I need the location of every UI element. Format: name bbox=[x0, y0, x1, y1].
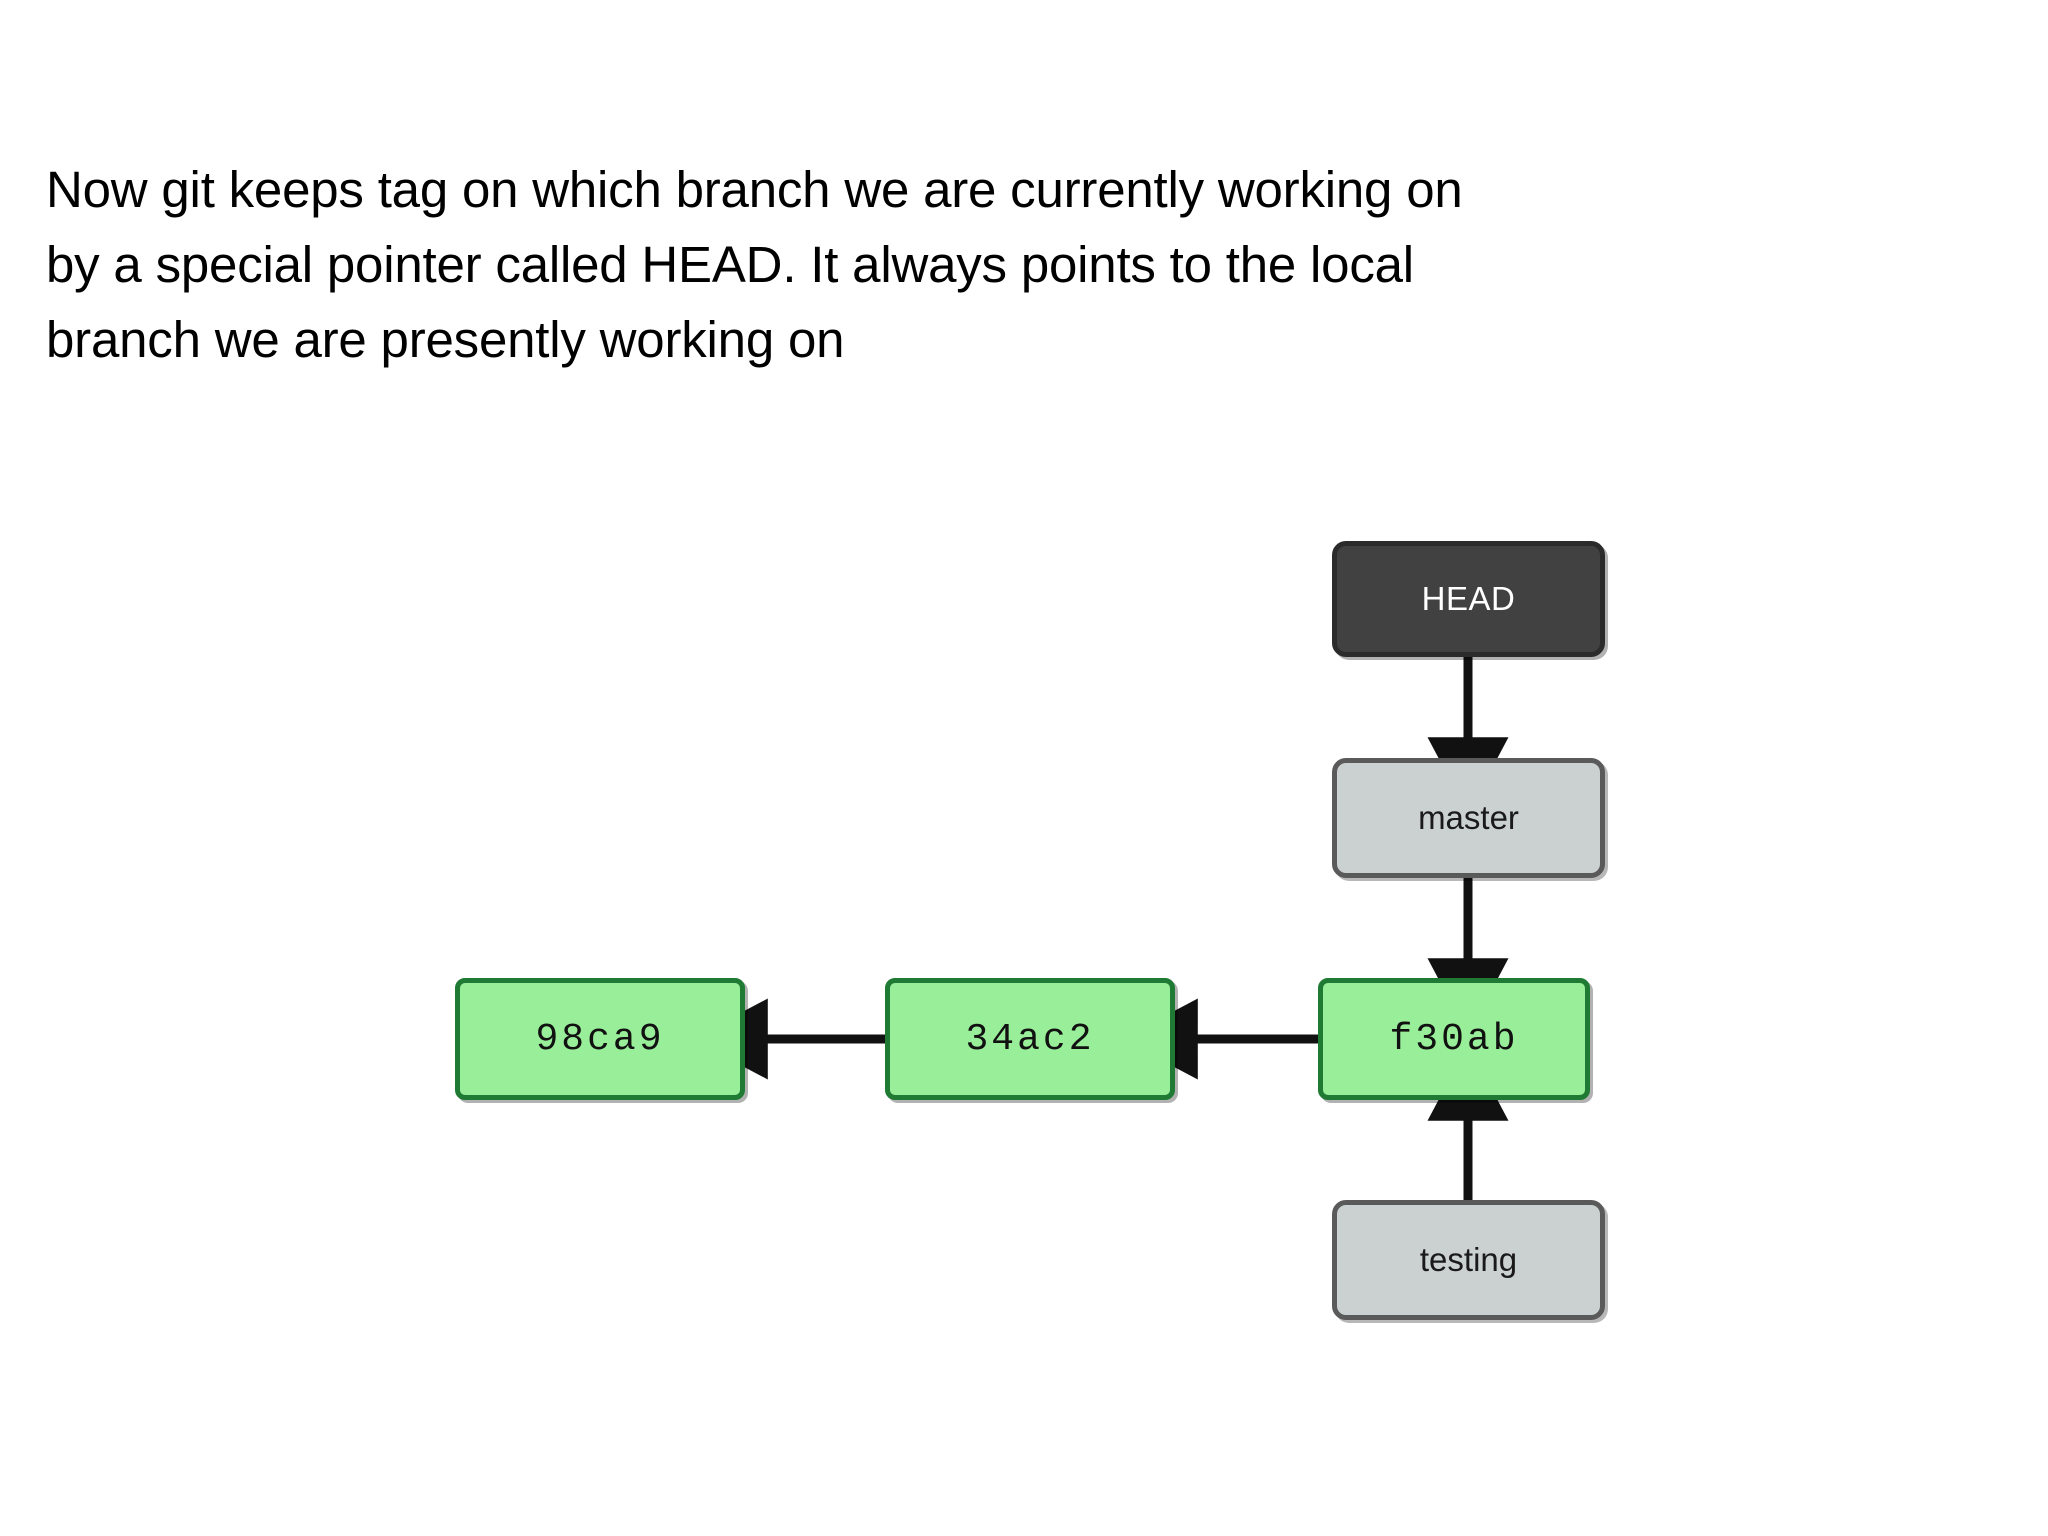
node-commit-98ca9[interactable]: 98ca9 bbox=[455, 978, 745, 1100]
node-branch-testing[interactable]: testing bbox=[1332, 1200, 1605, 1320]
node-commit-f30ab[interactable]: f30ab bbox=[1318, 978, 1590, 1100]
node-branch-master[interactable]: master bbox=[1332, 758, 1605, 878]
node-commit-98ca9-label: 98ca9 bbox=[535, 1017, 665, 1061]
node-commit-f30ab-label: f30ab bbox=[1389, 1017, 1519, 1061]
node-head-label: HEAD bbox=[1421, 580, 1516, 617]
node-branch-master-label: master bbox=[1418, 799, 1519, 836]
node-branch-testing-label: testing bbox=[1419, 1241, 1518, 1278]
slide-body-text: Now git keeps tag on which branch we are… bbox=[46, 161, 1463, 368]
node-commit-34ac2-label: 34ac2 bbox=[965, 1017, 1095, 1061]
node-commit-34ac2[interactable]: 34ac2 bbox=[885, 978, 1175, 1100]
node-head[interactable]: HEAD bbox=[1332, 541, 1605, 657]
